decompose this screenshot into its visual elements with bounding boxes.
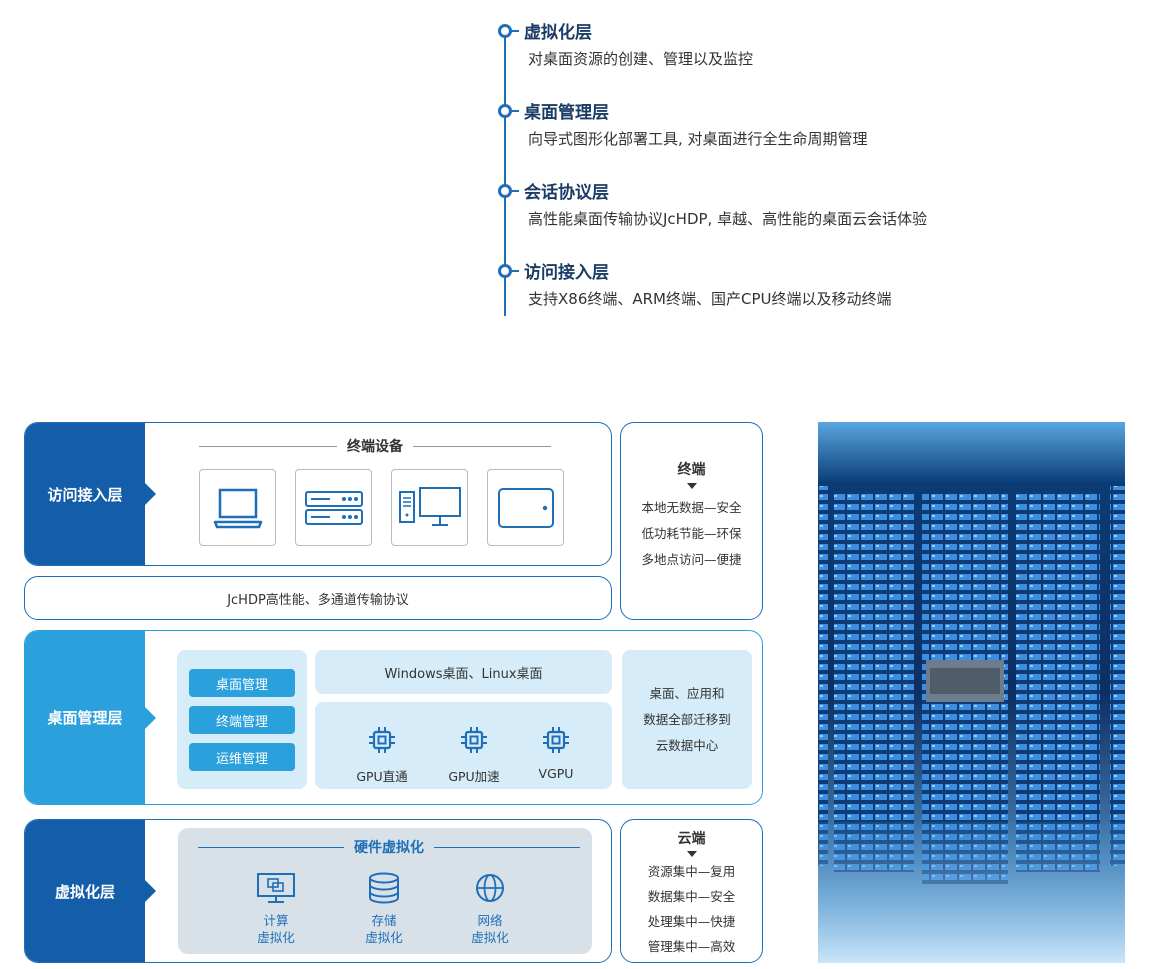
desktop-pc-icon xyxy=(398,486,461,526)
divider xyxy=(198,846,344,848)
compute-label-1: 计算 xyxy=(263,913,289,928)
terminal-card-line: 本地无数据—安全 xyxy=(641,500,742,515)
hardware-virtualization-panel: 硬件虚拟化 计算 虚拟化 存储 虚拟化 xyxy=(178,828,592,954)
server-device xyxy=(295,469,372,546)
access-layer-label-text: 访问接入层 xyxy=(47,485,123,504)
protocol-text: JcHDP高性能、多通道传输协议 xyxy=(227,592,409,608)
cloud-card-title: 云端 xyxy=(677,831,706,847)
timeline-title: 会话协议层 xyxy=(524,183,609,203)
desktop-pc-device xyxy=(391,469,468,546)
timeline-desc: 高性能桌面传输协议JcHDP, 卓越、高性能的桌面云会话体验 xyxy=(528,210,928,228)
storage-virtualization: 存储 虚拟化 xyxy=(339,872,429,946)
arrow-right-icon xyxy=(145,706,156,729)
section-title-text: 硬件虚拟化 xyxy=(354,840,424,856)
terminal-card-line: 多地点访问—便捷 xyxy=(641,552,742,567)
timeline-title: 虚拟化层 xyxy=(524,23,592,43)
tablet-icon xyxy=(497,487,554,528)
cloud-card-line: 处理集中—快捷 xyxy=(647,914,736,929)
migration-line: 桌面、应用和 xyxy=(649,685,725,701)
storage-label-1: 存储 xyxy=(371,913,397,928)
server-icon xyxy=(304,490,363,525)
network-label-2: 虚拟化 xyxy=(471,930,509,945)
desktop-types-panel: Windows桌面、Linux桌面 xyxy=(315,650,612,694)
network-label-1: 网络 xyxy=(477,913,503,928)
compute-virtualization: 计算 虚拟化 xyxy=(231,872,321,946)
desktop-types-text: Windows桌面、Linux桌面 xyxy=(384,666,543,682)
gpu-acceleration: GPU加速 xyxy=(429,726,519,785)
chip-icon xyxy=(543,727,569,753)
server-room-image xyxy=(818,422,1125,963)
arrow-right-icon xyxy=(145,483,156,505)
management-layer-label-text: 桌面管理层 xyxy=(47,709,123,727)
ops-management-button[interactable]: 运维管理 xyxy=(189,743,295,771)
timeline-dot-icon xyxy=(498,264,519,278)
chip-icon xyxy=(461,727,487,753)
divider xyxy=(199,445,337,447)
gpu-panel: GPU直通 GPU加速 VGPU xyxy=(315,702,612,789)
section-title-text: 终端设备 xyxy=(347,439,403,455)
gpu-label: GPU加速 xyxy=(448,769,500,784)
laptop-device xyxy=(199,469,276,546)
layer-timeline: 虚拟化层 对桌面资源的创建、管理以及监控 桌面管理层 向导式图形化部署工具, 对… xyxy=(498,14,1064,316)
hardware-virtualization-title: 硬件虚拟化 xyxy=(198,837,580,857)
terminal-card-title: 终端 xyxy=(677,462,706,478)
terminal-management-button[interactable]: 终端管理 xyxy=(189,706,295,734)
divider xyxy=(434,846,580,848)
compute-label-2: 虚拟化 xyxy=(257,930,295,945)
timeline-desc: 对桌面资源的创建、管理以及监控 xyxy=(528,50,754,68)
vgpu: VGPU xyxy=(511,726,601,781)
virtualization-layer-row: 虚拟化层 硬件虚拟化 计算 虚拟化 xyxy=(24,819,612,963)
gpu-label: VGPU xyxy=(538,766,574,781)
cloud-card: 云端 资源集中—复用 数据集中—安全 处理集中—快捷 管理集中—高效 xyxy=(620,819,763,963)
timeline-dot-icon xyxy=(498,184,519,198)
timeline-dot-icon xyxy=(498,104,519,118)
terminal-card-line: 低功耗节能—环保 xyxy=(641,526,742,541)
cloud-card-line: 数据集中—安全 xyxy=(647,889,736,904)
protocol-bar: JcHDP高性能、多通道传输协议 xyxy=(24,576,612,620)
terminal-devices-title: 终端设备 xyxy=(199,436,551,456)
timeline-desc: 向导式图形化部署工具, 对桌面进行全生命周期管理 xyxy=(528,130,868,148)
triangle-down-icon xyxy=(686,483,697,489)
migration-panel: 桌面、应用和 数据全部迁移到 云数据中心 xyxy=(622,650,752,789)
timeline-dot-icon xyxy=(498,24,519,38)
chip-icon xyxy=(369,727,395,753)
timeline-title: 访问接入层 xyxy=(524,263,609,283)
virtualization-layer-label: 虚拟化层 xyxy=(25,820,156,962)
network-virtualization: 网络 虚拟化 xyxy=(445,872,535,946)
network-icon xyxy=(476,874,504,902)
management-layer-row: 桌面管理层 桌面管理 终端管理 运维管理 Windows桌面、Linux桌面 G… xyxy=(24,630,763,805)
gpu-passthrough: GPU直通 xyxy=(337,726,427,785)
desktop-management-button[interactable]: 桌面管理 xyxy=(189,669,295,697)
management-buttons-panel: 桌面管理 终端管理 运维管理 xyxy=(177,650,307,789)
migration-line: 数据全部迁移到 xyxy=(643,711,731,727)
storage-icon xyxy=(369,872,399,904)
migration-line: 云数据中心 xyxy=(655,737,719,753)
management-layer-label: 桌面管理层 xyxy=(25,631,156,804)
timeline-desc: 支持X86终端、ARM终端、国产CPU终端以及移动终端 xyxy=(528,290,892,308)
terminal-card: 终端 本地无数据—安全 低功耗节能—环保 多地点访问—便捷 xyxy=(620,422,763,620)
storage-label-2: 虚拟化 xyxy=(365,930,403,945)
laptop-icon xyxy=(213,488,262,528)
access-layer-row: 访问接入层 终端设备 xyxy=(24,422,612,566)
divider xyxy=(413,445,551,447)
cloud-card-line: 管理集中—高效 xyxy=(647,939,736,954)
cloud-card-line: 资源集中—复用 xyxy=(647,864,736,879)
triangle-down-icon xyxy=(686,851,697,857)
tablet-device xyxy=(487,469,564,546)
timeline-line xyxy=(504,30,506,316)
access-layer-label: 访问接入层 xyxy=(25,423,156,565)
gpu-label: GPU直通 xyxy=(356,769,408,784)
virtualization-layer-label-text: 虚拟化层 xyxy=(54,882,115,901)
timeline-title: 桌面管理层 xyxy=(524,103,609,123)
compute-icon xyxy=(257,873,295,903)
arrow-right-icon xyxy=(145,880,156,902)
